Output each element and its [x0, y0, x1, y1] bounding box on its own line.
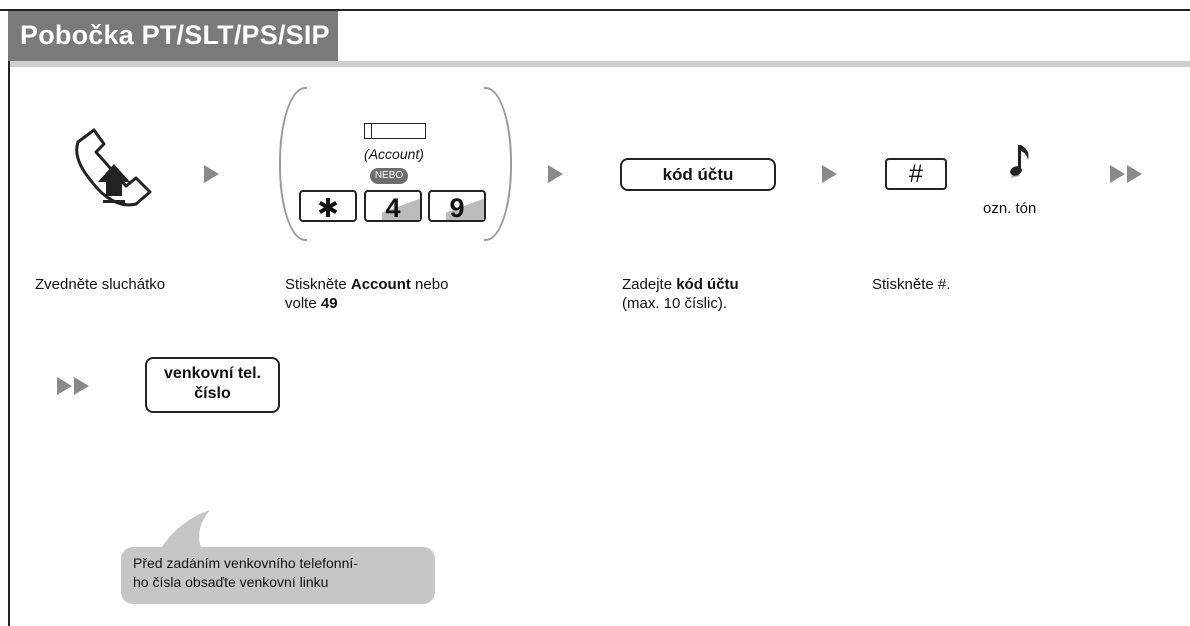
key-9: 9 — [428, 190, 486, 223]
step-arrow-1 — [204, 165, 219, 183]
dial-tone-note-icon — [1010, 145, 1029, 178]
continued-arrow — [57, 377, 91, 395]
continue-arrow — [1110, 165, 1144, 183]
account-code-box: kód účtu — [620, 158, 776, 191]
dial-tone-label: ozn. tón — [983, 200, 1037, 217]
account-button-label: (Account) — [364, 146, 424, 162]
frame-top-border — [0, 9, 1190, 11]
caption-step4: Stiskněte #. — [872, 276, 951, 293]
caption-step1: Zvedněte sluchátko — [35, 276, 166, 293]
key-hash: # — [885, 158, 947, 190]
key-star: ✱ — [299, 190, 357, 223]
account-button-icon — [364, 123, 426, 139]
key-4: 4 — [364, 190, 422, 223]
section-title-bar: Pobočka PT/SLT/PS/SIP — [8, 11, 338, 61]
frame-left-border — [8, 9, 10, 626]
off-hook-handset-icon — [75, 128, 152, 207]
title-underline-band — [10, 61, 1190, 67]
note-bubble-tail — [160, 510, 210, 550]
or-badge: NEBO — [370, 168, 408, 184]
section-title: Pobočka PT/SLT/PS/SIP — [20, 20, 330, 50]
note-bubble — [121, 547, 435, 604]
step-arrow-2 — [548, 165, 563, 183]
caption-step2: Stiskněte Account nebo volte 49 — [285, 276, 449, 312]
outside-number-box: venkovní tel. číslo — [145, 357, 280, 413]
step-arrow-3 — [822, 165, 837, 183]
note-text: Před zadáním venkovního telefonní- ho čí… — [133, 555, 358, 590]
caption-step3: Zadejte kód účtu (max. 10 číslic). — [622, 276, 739, 312]
bracket-right — [484, 87, 512, 241]
